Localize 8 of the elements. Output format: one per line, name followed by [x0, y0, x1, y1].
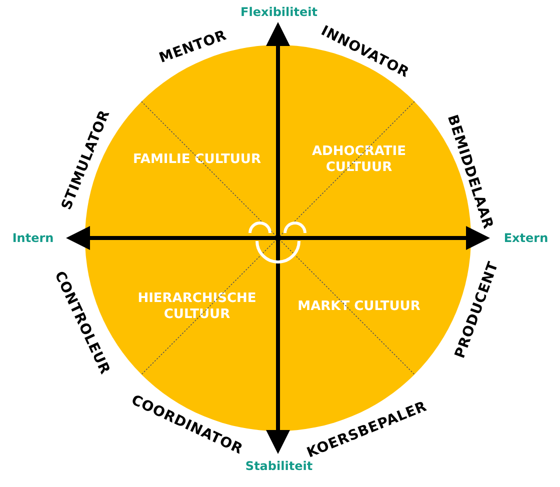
axis-label: Extern	[504, 231, 548, 245]
quadrant-label: ADHOCRATIE CULTUUR	[311, 144, 407, 176]
axis-label: Intern	[12, 231, 54, 245]
quadrant-label: HIERARCHISCHE CULTUUR	[136, 291, 258, 323]
axis-label: Stabiliteit	[245, 459, 313, 473]
quadrant-label: FAMILIE CULTUUR	[132, 152, 262, 168]
axis-label: Flexibiliteit	[240, 5, 318, 19]
quadrant-label: MARKT CULTUUR	[296, 299, 422, 315]
